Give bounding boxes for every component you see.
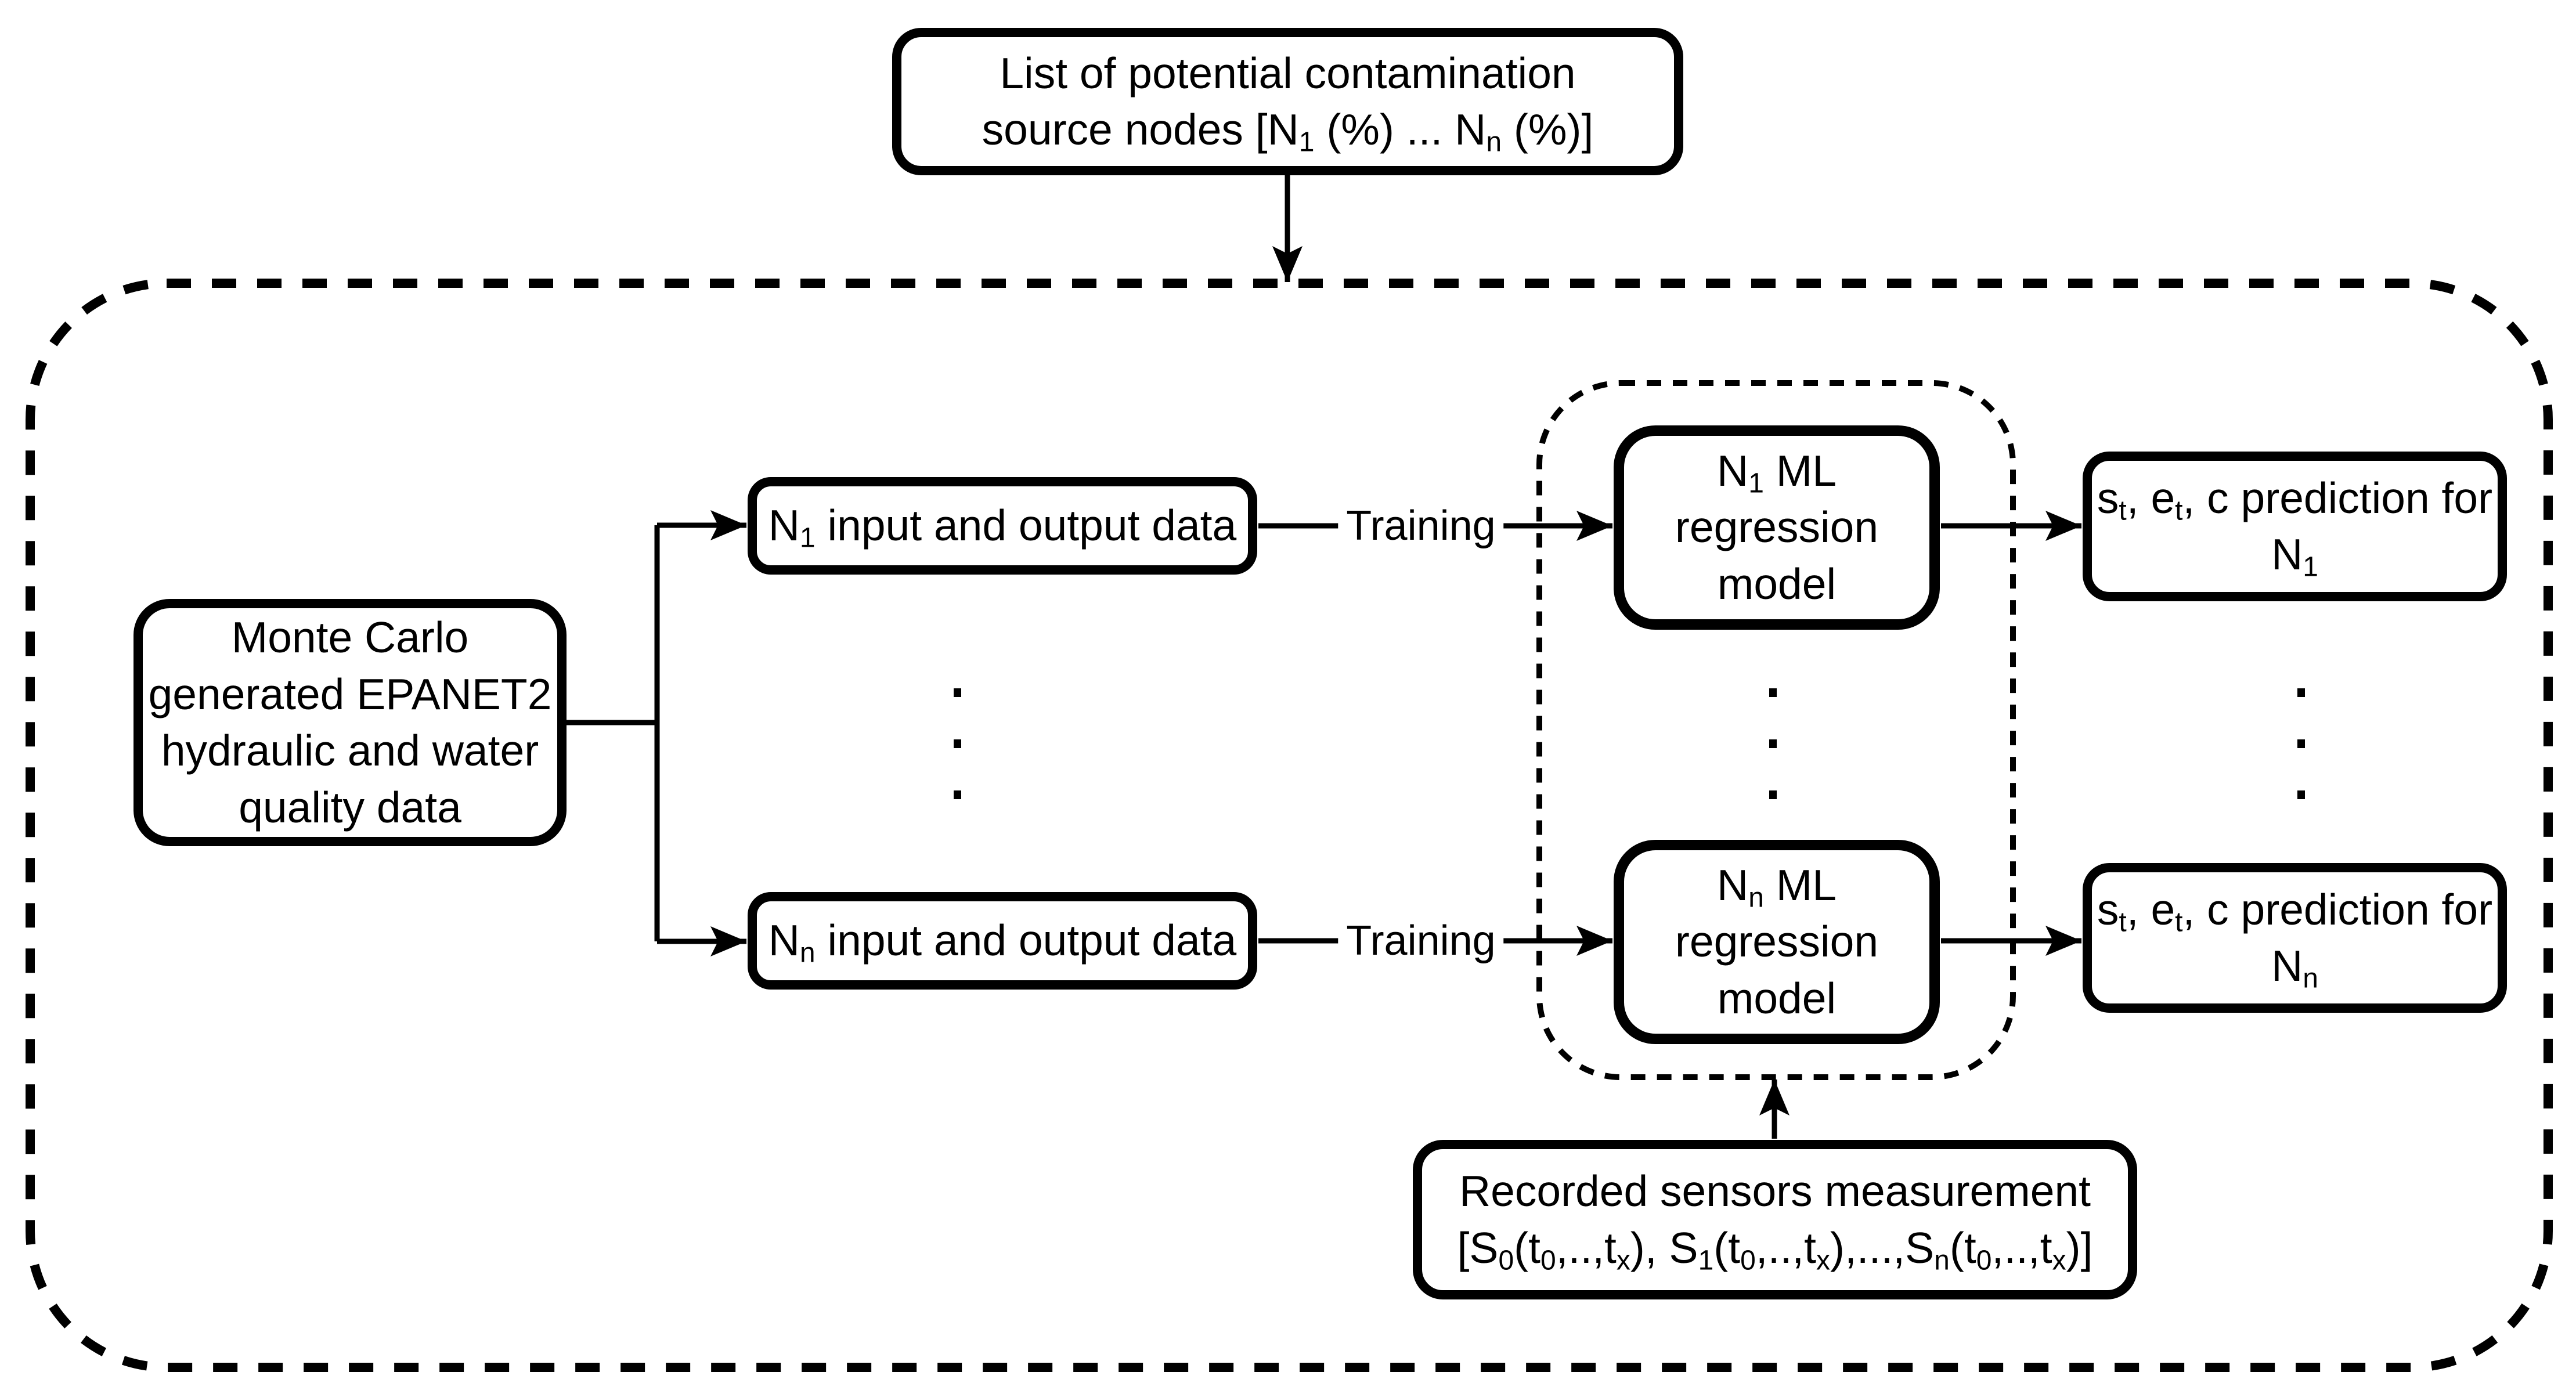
recorded-sensors-measurement-box: Recorded sensors measurement [S0(t0,..,t… [1413,1140,2137,1299]
nn-input-output-data-box: Nn input and output data [748,892,1257,990]
nn-input-output-label: Nn input and output data [768,916,1237,969]
nn-ml-line-3: model [1717,973,1837,1023]
training-label-n1: Training [1338,501,1504,551]
nn-ml-line-1: Nn ML [1717,860,1837,914]
ellipsis-dots-inputs [954,688,961,799]
n1-ml-line-2: regression [1675,503,1879,552]
ellipsis-dots-predictions [2297,688,2305,799]
n1-ml-line-1: N1 ML [1717,446,1837,499]
source-nodes-list-box: List of potential contamination source n… [892,28,1683,175]
n1-input-output-label: N1 input and output data [768,501,1237,554]
n1-prediction-box: st, et, c prediction for N1 [2083,452,2507,601]
n1-ml-regression-model-box: N1 ML regression model [1614,425,1940,630]
nn-prediction-line-1: st, et, c prediction for [2097,884,2493,938]
nn-ml-regression-model-box: Nn ML regression model [1614,840,1940,1044]
monte-carlo-line-1: Monte Carlo [231,613,469,662]
nn-prediction-box: st, et, c prediction for Nn [2083,863,2507,1013]
monte-carlo-line-3: hydraulic and water [161,726,539,775]
source-nodes-list-line-2: source nodes [N1 (%) ... Nn (%)] [982,105,1594,158]
monte-carlo-data-box: Monte Carlo generated EPANET2 hydraulic … [134,599,567,846]
ellipsis-dots-ml-models [1769,688,1777,799]
monte-carlo-line-4: quality data [239,782,461,832]
nn-prediction-line-2: Nn [2271,941,2318,994]
recorded-sensors-line-1: Recorded sensors measurement [1459,1167,2091,1215]
monte-carlo-line-2: generated EPANET2 [148,669,552,719]
nn-ml-line-2: regression [1675,917,1879,966]
n1-prediction-line-1: st, et, c prediction for [2097,473,2493,526]
ml-models-dashed-group [1536,380,2016,1080]
n1-ml-line-3: model [1717,559,1837,608]
source-nodes-list-line-1: List of potential contamination [1000,48,1576,98]
outer-dashed-container [26,279,2553,1372]
n1-input-output-data-box: N1 input and output data [748,477,1257,575]
recorded-sensors-line-2: [S0(t0,..,tx), S1(t0,..,tx),...,Sn(t0,..… [1457,1223,2093,1276]
n1-prediction-line-2: N1 [2271,530,2318,583]
training-label-nn: Training [1338,916,1504,966]
